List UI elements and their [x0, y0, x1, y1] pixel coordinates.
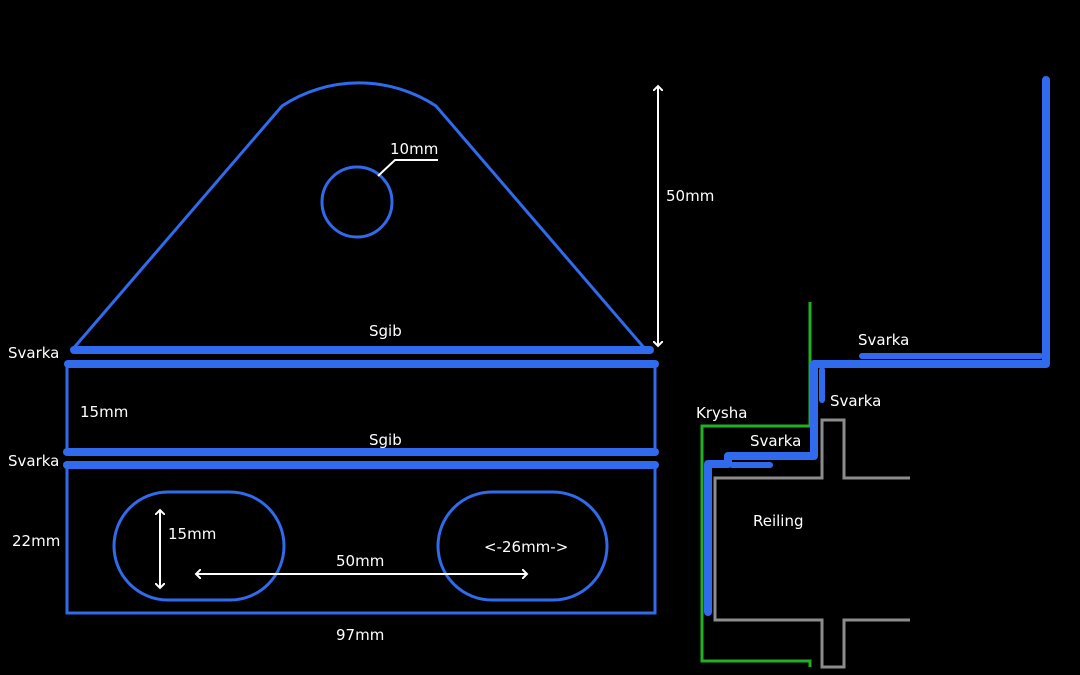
height-50mm-label: 50mm	[666, 187, 714, 205]
bracket-profile	[704, 76, 1050, 616]
slot-spacing-label: 50mm	[336, 552, 384, 570]
roof-label: Krysha	[696, 404, 747, 422]
width-97mm-label: 97mm	[336, 626, 384, 644]
slot-height-label: 15mm	[168, 525, 216, 543]
bracket-flat-view	[63, 81, 659, 615]
band-15mm	[65, 362, 657, 454]
slot-left	[112, 490, 286, 602]
dimensions	[160, 86, 658, 588]
weld-mid-label: Svarka	[8, 452, 59, 470]
band-15mm-label: 15mm	[80, 403, 128, 421]
installation-section-view	[700, 76, 1050, 669]
slot-right	[436, 490, 609, 602]
roof-sheet	[700, 302, 812, 667]
weld-profile-low-label: Svarka	[750, 432, 801, 450]
weld-profile-mid-label: Svarka	[830, 392, 881, 410]
hole-diameter-label: 10mm	[390, 140, 438, 158]
railing-label: Reiling	[753, 512, 804, 530]
slot-width-label: <-26mm->	[484, 538, 568, 556]
bend-mid-label: Sgib	[369, 431, 402, 449]
railing-outline	[713, 418, 910, 669]
weld-profile-top-label: Svarka	[858, 331, 909, 349]
band-22mm-label: 22mm	[12, 532, 60, 550]
bracket-ear-outline	[70, 81, 648, 351]
weld-top-label: Svarka	[8, 344, 59, 362]
base-22mm	[65, 463, 657, 615]
bend-top-label: Sgib	[369, 322, 402, 340]
hole-leader-line	[377, 159, 438, 177]
mounting-hole	[320, 165, 394, 239]
